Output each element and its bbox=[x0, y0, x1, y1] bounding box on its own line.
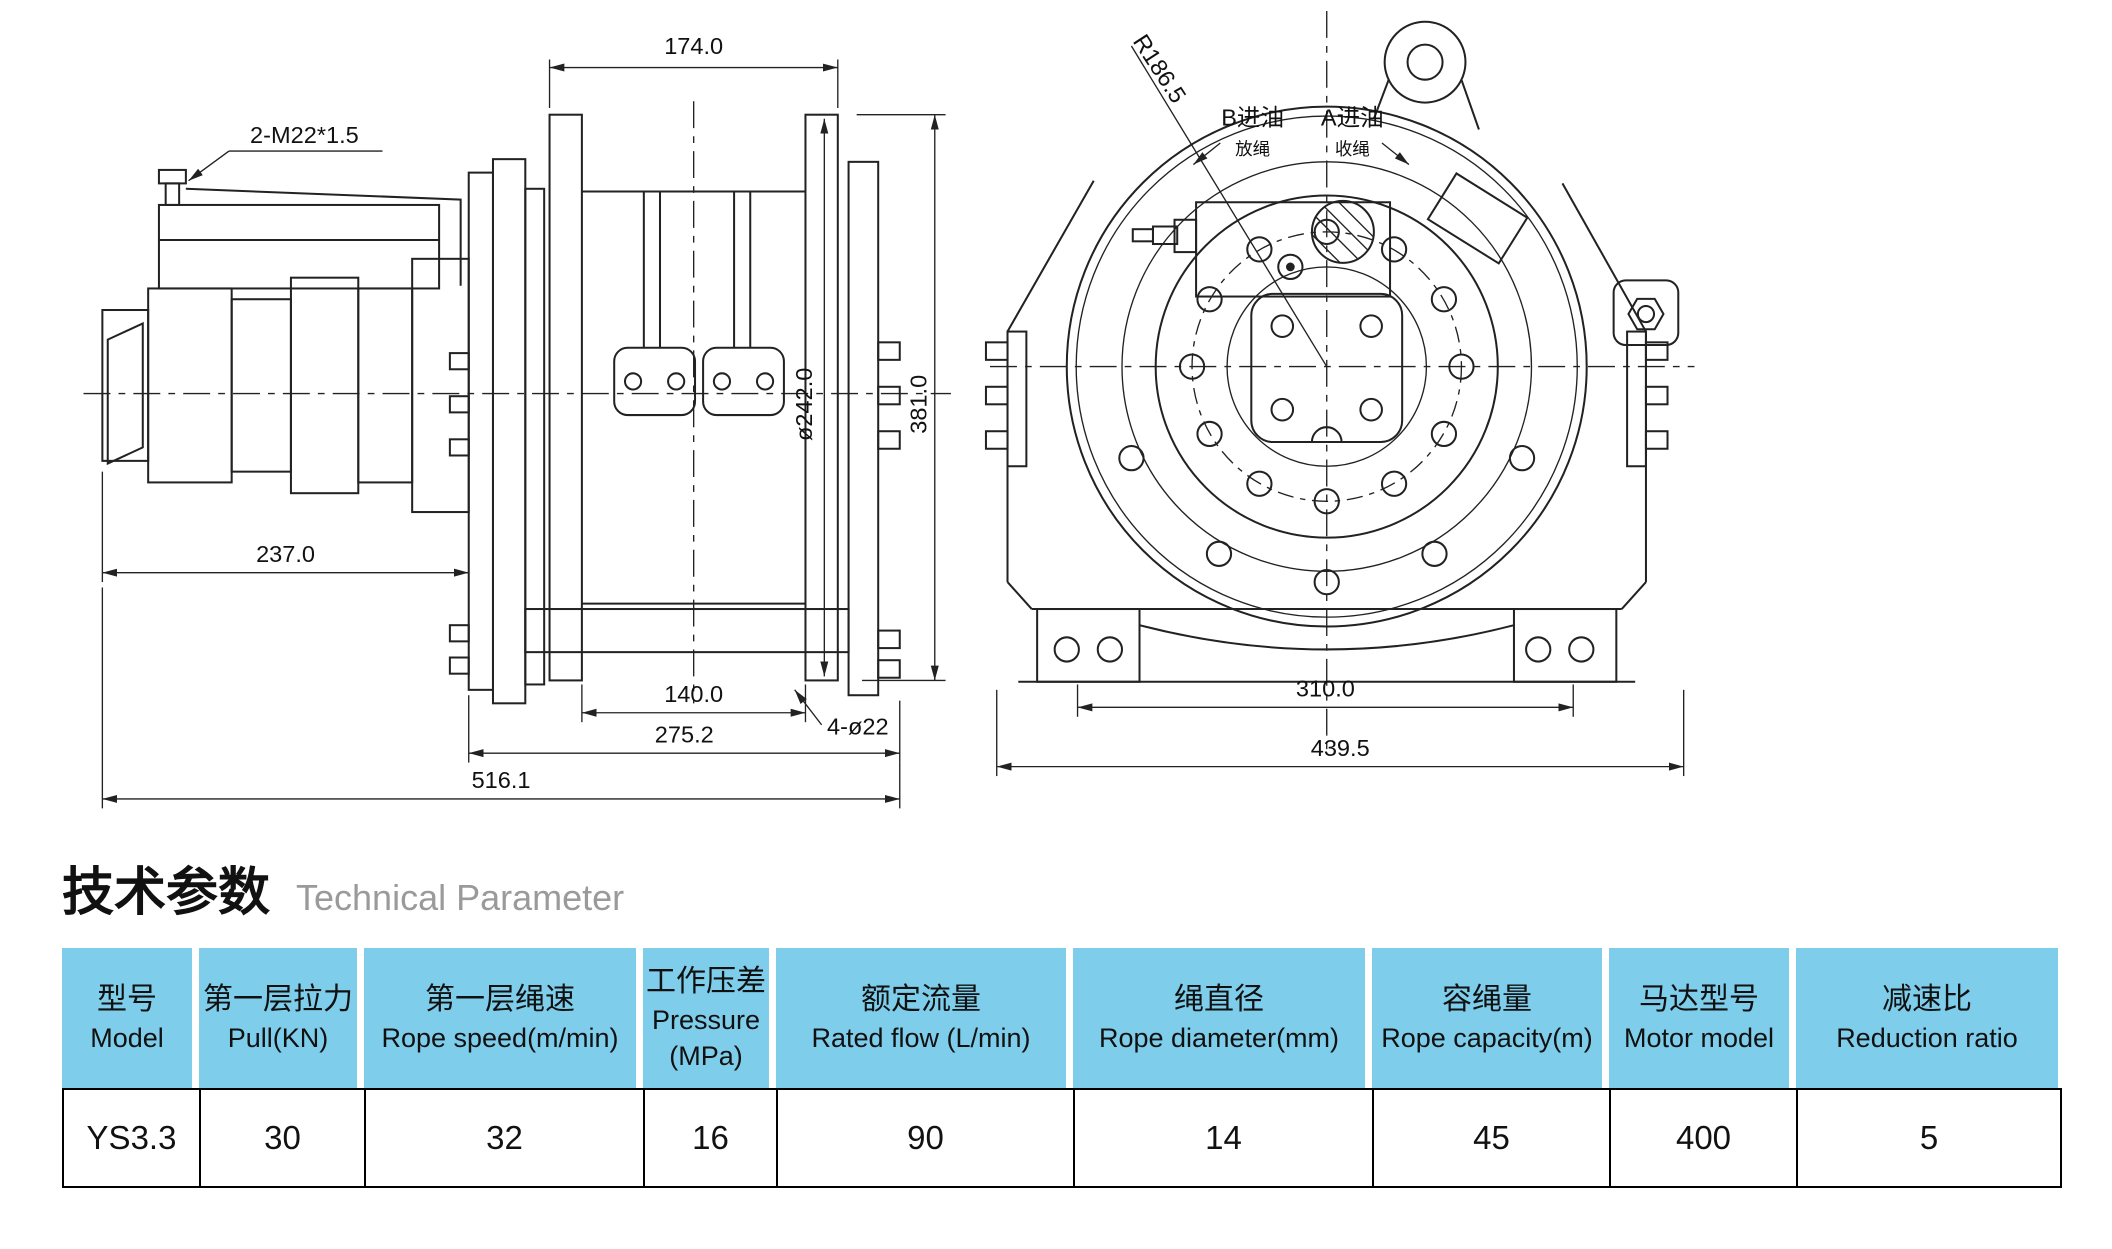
value-rope-speed: 32 bbox=[366, 1090, 645, 1186]
dim-bolt-span-label: 140.0 bbox=[664, 681, 723, 707]
front-view-centerlines bbox=[990, 10, 1695, 750]
header-reduction-ratio-zh: 减速比 bbox=[1882, 983, 1972, 1016]
header-rope-diameter-zh: 绳直径 bbox=[1174, 983, 1264, 1016]
value-rope-capacity: 45 bbox=[1374, 1090, 1611, 1186]
dim-overall-length-label: 516.1 bbox=[472, 767, 531, 793]
dim-height-label: 381.0 bbox=[906, 375, 932, 434]
param-table: 型号 Model 第一层拉力 Pull(KN) 第一层绳速 Rope speed… bbox=[62, 948, 2062, 1188]
header-pressure: 工作压差 Pressure (MPa) bbox=[643, 948, 769, 1088]
dim-base-width-label: 275.2 bbox=[655, 721, 714, 747]
dimension-labels: 174.0 2-M22*1.5 381.0 ø242.0 237.0 140.0… bbox=[250, 30, 1384, 794]
value-rope-diameter: 14 bbox=[1075, 1090, 1374, 1186]
winch-drawing-svg: 174.0 2-M22*1.5 381.0 ø242.0 237.0 140.0… bbox=[83, 10, 1695, 809]
value-pressure: 16 bbox=[645, 1090, 778, 1186]
port-b-label: B进油 bbox=[1221, 104, 1284, 130]
technical-drawing: 174.0 2-M22*1.5 381.0 ø242.0 237.0 140.0… bbox=[83, 10, 1695, 809]
front-view-dimension-lines bbox=[996, 45, 1685, 777]
header-rope-speed-zh: 第一层绳速 bbox=[425, 983, 575, 1016]
value-pull: 30 bbox=[201, 1090, 366, 1186]
value-reduction-ratio: 5 bbox=[1798, 1090, 2060, 1186]
header-rated-flow-zh: 额定流量 bbox=[861, 983, 981, 1016]
table-header-row: 型号 Model 第一层拉力 Pull(KN) 第一层绳速 Rope speed… bbox=[62, 948, 2062, 1088]
header-reduction-ratio-en: Reduction ratio bbox=[1836, 1023, 2018, 1053]
header-motor-model: 马达型号 Motor model bbox=[1609, 948, 1789, 1088]
header-rope-speed-en: Rope speed(m/min) bbox=[381, 1023, 619, 1053]
header-pressure-zh: 工作压差 bbox=[646, 965, 766, 998]
value-motor-model: 400 bbox=[1611, 1090, 1798, 1186]
dim-motor-length-label: 237.0 bbox=[256, 541, 315, 567]
header-motor-model-zh: 马达型号 bbox=[1639, 983, 1759, 1016]
section-title: 技术参数 Technical Parameter bbox=[62, 850, 624, 925]
header-rope-diameter-en: Rope diameter(mm) bbox=[1098, 1023, 1340, 1053]
port-a-label: A进油 bbox=[1321, 104, 1384, 130]
hole-note-label: 4-ø22 bbox=[827, 713, 889, 739]
header-rated-flow: 额定流量 Rated flow (L/min) bbox=[776, 948, 1066, 1088]
header-motor-model-en: Motor model bbox=[1623, 1023, 1775, 1053]
header-pull-en: Pull(KN) bbox=[227, 1023, 329, 1053]
header-pull: 第一层拉力 Pull(KN) bbox=[199, 948, 357, 1088]
header-pressure-en: Pressure (MPa) bbox=[651, 1005, 761, 1071]
header-rope-diameter: 绳直径 Rope diameter(mm) bbox=[1073, 948, 1365, 1088]
dim-overall-width-label: 439.5 bbox=[1311, 735, 1370, 761]
table-data-row: YS3.3 30 32 16 90 14 45 400 5 bbox=[62, 1088, 2062, 1188]
header-pull-zh: 第一层拉力 bbox=[203, 983, 353, 1016]
side-view-geometry bbox=[101, 113, 901, 705]
header-rope-capacity: 容绳量 Rope capacity(m) bbox=[1372, 948, 1602, 1088]
section-title-en: Technical Parameter bbox=[296, 877, 625, 918]
side-view-centerlines bbox=[83, 101, 951, 704]
header-model-en: Model bbox=[90, 1023, 164, 1053]
radius-note-label: R186.5 bbox=[1128, 30, 1191, 108]
header-model-zh: 型号 bbox=[97, 983, 157, 1016]
value-model: YS3.3 bbox=[64, 1090, 201, 1186]
header-rope-capacity-zh: 容绳量 bbox=[1442, 983, 1532, 1016]
dim-width-top-label: 174.0 bbox=[664, 33, 723, 59]
header-rope-speed: 第一层绳速 Rope speed(m/min) bbox=[364, 948, 636, 1088]
thread-note-label: 2-M22*1.5 bbox=[250, 122, 359, 148]
header-rope-capacity-en: Rope capacity(m) bbox=[1381, 1023, 1593, 1053]
port-b-sub-label: 放绳 bbox=[1235, 139, 1270, 159]
section-title-zh: 技术参数 bbox=[62, 864, 271, 922]
side-view-dimension-lines bbox=[101, 59, 946, 809]
dim-foot-span-label: 310.0 bbox=[1296, 676, 1355, 702]
header-model: 型号 Model bbox=[62, 948, 192, 1088]
port-a-sub-label: 收绳 bbox=[1335, 139, 1370, 159]
header-reduction-ratio: 减速比 Reduction ratio bbox=[1796, 948, 2058, 1088]
header-rated-flow-en: Rated flow (L/min) bbox=[811, 1023, 1031, 1053]
value-rated-flow: 90 bbox=[778, 1090, 1075, 1186]
dim-flange-diameter-label: ø242.0 bbox=[791, 368, 817, 441]
